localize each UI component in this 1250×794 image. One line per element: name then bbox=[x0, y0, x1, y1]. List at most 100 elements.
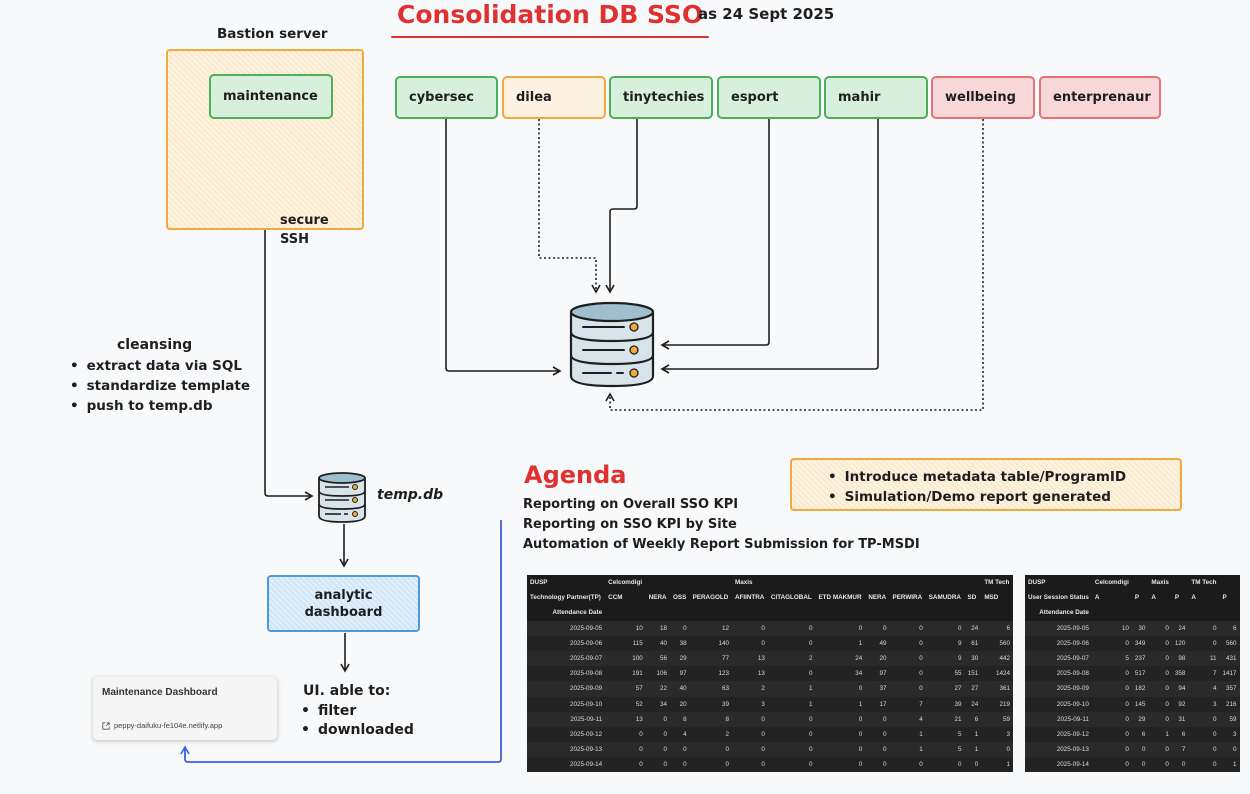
maintenance-dashboard-url[interactable]: peppy-daifuku-fe104e.netlify.app bbox=[114, 721, 223, 730]
bastion-server-label: Bastion server bbox=[217, 26, 328, 42]
cleansing-steps-list: extract data via SQL standardize templat… bbox=[70, 356, 250, 416]
table-header-cell bbox=[669, 575, 690, 591]
table-cell: 9 bbox=[925, 650, 965, 667]
table-cell: 0 bbox=[1091, 635, 1132, 651]
table-cell: 57 bbox=[605, 681, 646, 697]
table-cell: 191 bbox=[605, 666, 646, 682]
table-cell: 0 bbox=[815, 742, 866, 758]
table-cell: 560 bbox=[1219, 635, 1240, 651]
table-header-cell: Attendance Date bbox=[1025, 605, 1092, 621]
table-cell: 49 bbox=[865, 635, 890, 651]
table-header-cell bbox=[1188, 605, 1220, 621]
arrow-mahir-db bbox=[660, 119, 879, 374]
table-header-cell bbox=[689, 605, 732, 621]
table-cell: 349 bbox=[1131, 635, 1149, 651]
table-cell: 0 bbox=[731, 742, 768, 758]
table-header-cell bbox=[1131, 605, 1149, 621]
table-cell: 0 bbox=[731, 635, 768, 651]
table-cell: 0 bbox=[889, 620, 926, 636]
table-cell: 13 bbox=[731, 650, 768, 667]
secure-ssh-line-2: SSH bbox=[280, 232, 310, 247]
table-cell: 1 bbox=[815, 696, 866, 712]
table-cell: 0 bbox=[645, 742, 670, 758]
table-cell: 4 bbox=[669, 726, 690, 743]
ui-capabilities-list: filter downloaded bbox=[301, 702, 414, 740]
table-cell: 0 bbox=[669, 742, 690, 758]
table-header-cell: SD bbox=[964, 590, 982, 606]
table-header-row: Attendance Date bbox=[1025, 605, 1240, 621]
table-cell: 0 bbox=[731, 726, 768, 743]
table-cell: 2 bbox=[767, 650, 816, 667]
table-cell: 6 bbox=[1131, 726, 1149, 743]
ui-capability: downloaded bbox=[301, 721, 414, 740]
maintenance-node[interactable]: maintenance bbox=[209, 74, 333, 119]
table-cell: 1 bbox=[767, 696, 816, 712]
source-node-cybersec[interactable]: cybersec bbox=[395, 76, 498, 119]
table-cell: 0 bbox=[1148, 681, 1172, 697]
table-header-cell: PERAGOLD bbox=[689, 590, 732, 606]
table-cell: 106 bbox=[645, 666, 670, 682]
title-underline bbox=[391, 36, 709, 38]
table-cell: 34 bbox=[645, 696, 670, 712]
table-cell: 0 bbox=[964, 757, 982, 773]
table-cell: 0 bbox=[1148, 635, 1172, 651]
table-header-cell bbox=[1171, 605, 1189, 621]
table-cell: 0 bbox=[731, 711, 768, 727]
table-cell: 18 bbox=[645, 620, 670, 636]
table-cell: 63 bbox=[689, 681, 732, 697]
table-header-cell bbox=[645, 605, 670, 621]
table-header-cell bbox=[925, 605, 965, 621]
table-cell: 30 bbox=[1131, 620, 1149, 636]
table-cell: 431 bbox=[1219, 650, 1240, 667]
source-node-dilea[interactable]: dilea bbox=[502, 76, 606, 119]
source-node-esport[interactable]: esport bbox=[717, 76, 821, 119]
table-cell: 6 bbox=[981, 620, 1013, 636]
source-node-wellbeing[interactable]: wellbeing bbox=[931, 76, 1035, 119]
table-cell: 0 bbox=[1148, 620, 1172, 636]
table-cell: 10 bbox=[1091, 620, 1132, 636]
agenda-item: Automation of Weekly Report Submission f… bbox=[523, 537, 920, 552]
table-cell: 21 bbox=[925, 711, 965, 727]
arrow-wellbeing-db bbox=[605, 119, 984, 411]
agenda-item: Reporting on SSO KPI by Site bbox=[523, 517, 737, 532]
table-header-cell bbox=[1091, 605, 1132, 621]
table-header-cell: ETD MAKMUR bbox=[815, 590, 866, 606]
analytic-dashboard-node[interactable]: analytic dashboard bbox=[267, 575, 420, 632]
table-cell: 1 bbox=[815, 635, 866, 651]
table-cell: 0 bbox=[731, 757, 768, 773]
table-cell: 0 bbox=[1188, 635, 1220, 651]
table-cell: 97 bbox=[865, 666, 890, 682]
table-cell: 0 bbox=[1091, 711, 1132, 727]
central-database-icon bbox=[569, 301, 655, 388]
ui-capabilities-title: UI. able to: bbox=[303, 683, 391, 699]
table-cell: 0 bbox=[689, 757, 732, 773]
table-cell: 0 bbox=[1188, 620, 1220, 636]
source-node-enterprenaur[interactable]: enterprenaur bbox=[1039, 76, 1161, 119]
maintenance-dashboard-card[interactable]: Maintenance Dashboard peppy-daifuku-fe10… bbox=[93, 677, 277, 740]
table-header-cell: P bbox=[1219, 590, 1240, 606]
table-cell: 0 bbox=[669, 620, 690, 636]
table-header-cell bbox=[1171, 575, 1189, 591]
table-cell: 140 bbox=[689, 635, 732, 651]
table-cell: 5 bbox=[925, 726, 965, 743]
source-node-mahir[interactable]: mahir bbox=[824, 76, 928, 119]
table-cell: 0 bbox=[925, 620, 965, 636]
source-node-tinytechies[interactable]: tinytechies bbox=[609, 76, 713, 119]
table-cell: 1 bbox=[1219, 757, 1240, 773]
table-cell: 0 bbox=[865, 620, 890, 636]
notes-box: Introduce metadata table/ProgramID Simul… bbox=[790, 458, 1182, 511]
cleansing-title: cleansing bbox=[117, 337, 193, 353]
arrow-tinytechies-db bbox=[605, 119, 638, 294]
table-cell: 6 bbox=[1171, 726, 1189, 743]
maintenance-dashboard-link[interactable]: peppy-daifuku-fe104e.netlify.app bbox=[102, 721, 222, 730]
table-cell: 39 bbox=[689, 696, 732, 712]
